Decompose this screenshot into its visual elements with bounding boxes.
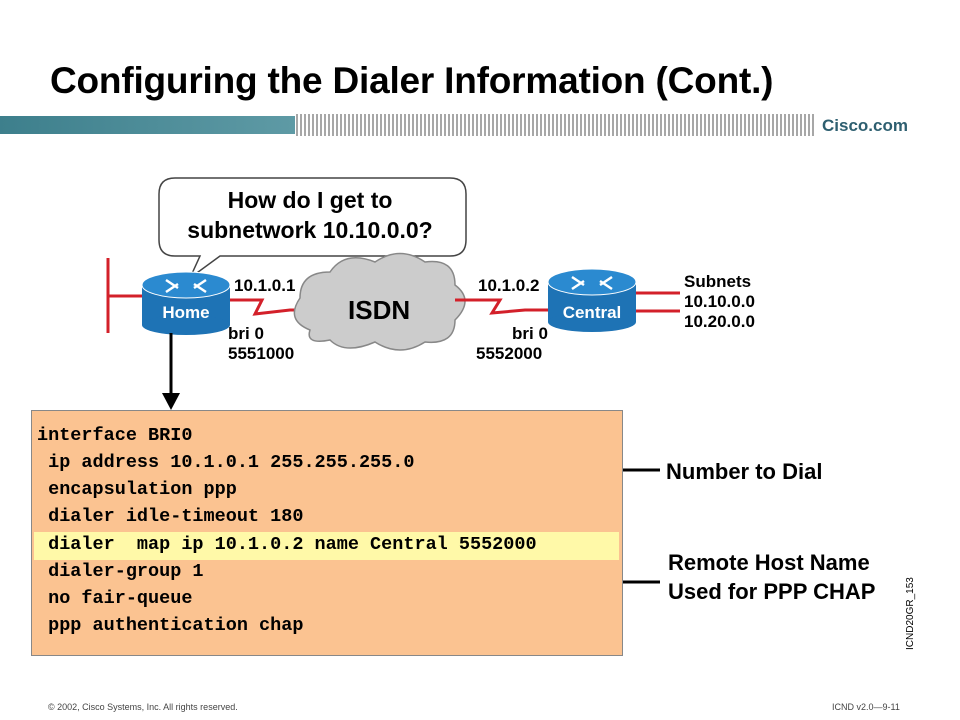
central-subnet-lines: [636, 291, 680, 313]
subnet-item: 10.10.0.0: [684, 292, 755, 311]
central-ip-label: 10.1.0.2: [478, 276, 540, 295]
speech-bubble: [158, 177, 467, 281]
home-ip-label: 10.1.0.1: [234, 276, 296, 295]
config-line: ppp authentication chap: [37, 615, 304, 636]
cisco-brand: Cisco.com: [822, 116, 908, 135]
bubble-line-2: subnetwork 10.10.0.0?: [187, 217, 433, 243]
central-number-label: 5552000: [476, 344, 543, 363]
home-interface-label: bri 0: [228, 324, 264, 343]
home-config-arrow: [162, 333, 180, 410]
central-router-label: Central: [562, 303, 622, 322]
bubble-question: How do I get to subnetwork 10.10.0.0?: [160, 185, 460, 245]
config-line-highlighted: dialer map ip 10.1.0.2 name Central 5552…: [37, 534, 537, 555]
home-router-label: Home: [162, 303, 210, 322]
subnets-title: Subnets: [684, 272, 752, 291]
remote-host-label-2: Used for PPP CHAP: [668, 579, 876, 604]
isdn-cloud: [293, 252, 466, 351]
subnet-item: 10.20.0.0: [684, 312, 755, 331]
isdn-central-link: [455, 298, 548, 315]
config-line: interface BRI0: [37, 425, 193, 446]
bubble-line-1: How do I get to: [227, 187, 393, 213]
footer-copyright: © 2002, Cisco Systems, Inc. All rights r…: [48, 702, 238, 712]
isdn-label: ISDN: [348, 295, 411, 325]
config-line: dialer idle-timeout 180: [37, 506, 304, 527]
config-box: interface BRI0 ip address 10.1.0.1 255.2…: [31, 410, 623, 656]
config-line: dialer-group 1: [37, 561, 204, 582]
home-lan: [106, 258, 143, 333]
central-interface-label: bri 0: [512, 324, 548, 343]
footer-course: ICND v2.0—9-11: [832, 702, 900, 712]
central-router-icon: [547, 268, 637, 332]
config-line: encapsulation ppp: [37, 479, 237, 500]
config-line: no fair-queue: [37, 588, 193, 609]
config-line: ip address 10.1.0.1 255.255.255.0: [37, 452, 415, 473]
number-to-dial-label: Number to Dial: [666, 459, 823, 484]
home-number-label: 5551000: [228, 344, 295, 363]
home-router-icon: [141, 271, 231, 335]
home-isdn-link: [230, 298, 300, 316]
remote-host-label-1: Remote Host Name: [668, 550, 870, 575]
figure-id: ICND20GR_153: [905, 577, 916, 650]
highlighted-line-bg: [34, 532, 619, 560]
header-bar: [0, 114, 815, 136]
slide-title: Configuring the Dialer Information (Cont…: [50, 60, 774, 101]
